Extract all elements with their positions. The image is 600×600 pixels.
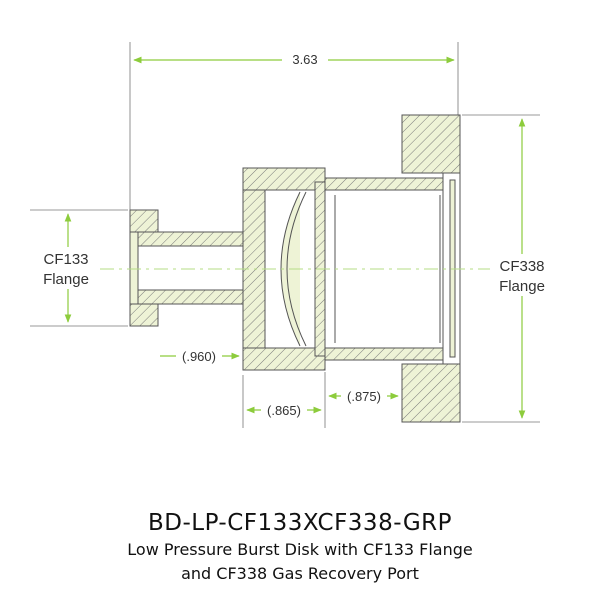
cf338-port-length-label: (.875) <box>347 389 381 404</box>
extension-lines <box>30 42 540 428</box>
description-line-2: and CF338 Gas Recovery Port <box>181 564 419 583</box>
overall-length-label: 3.63 <box>292 52 317 67</box>
description-line-1: Low Pressure Burst Disk with CF133 Flang… <box>127 540 473 559</box>
cf133-flange <box>129 209 159 327</box>
cf133-tube <box>137 231 244 305</box>
cf133-tube-length-label: (.960) <box>182 349 216 364</box>
disk-holder-length-label: (.865) <box>267 403 301 418</box>
cf133-label-line2: Flange <box>43 271 89 288</box>
cf133-label-line1: CF133 <box>43 251 88 268</box>
cf338-label-line2: Flange <box>499 278 545 295</box>
cf338-label-line1: CF338 <box>499 258 544 275</box>
part-number-title: BD-LP-CF133XCF338-GRP <box>147 510 453 536</box>
